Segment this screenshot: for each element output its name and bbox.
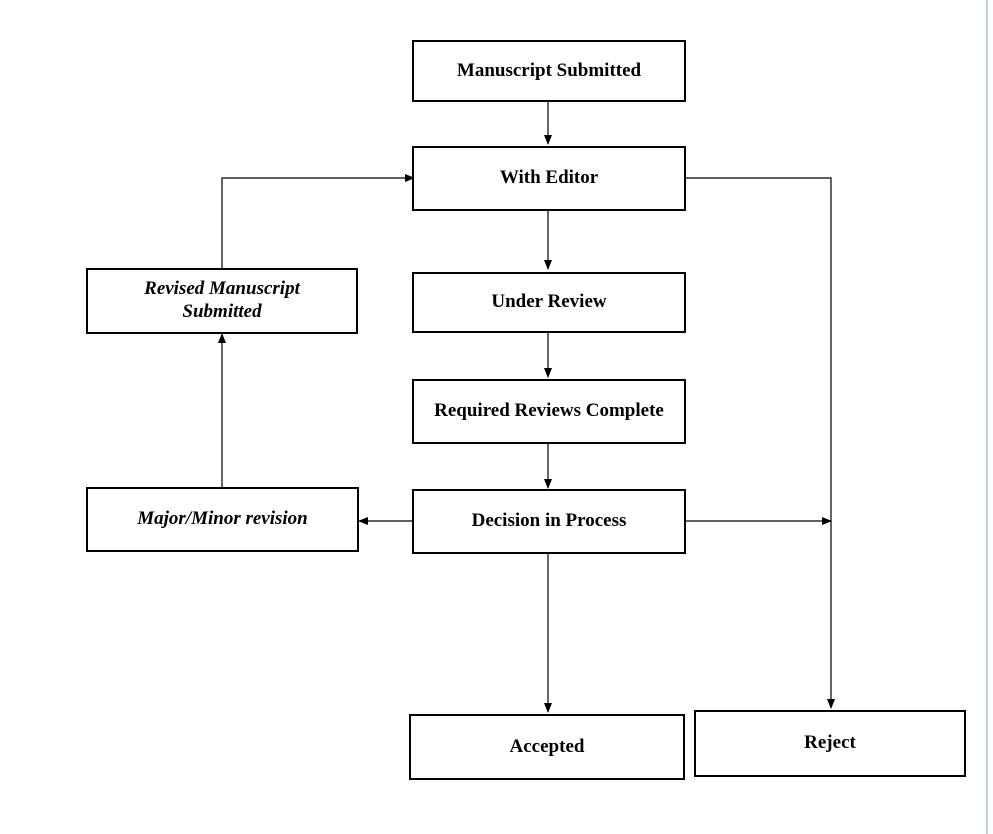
node-label: Revised Manuscript Submitted bbox=[144, 278, 300, 322]
arrow-revised-to-editor bbox=[221, 174, 415, 268]
node-label: Manuscript Submitted bbox=[456, 59, 642, 81]
node-revised-manuscript-submitted: Revised Manuscript Submitted bbox=[86, 268, 358, 334]
node-label: Under Review bbox=[491, 291, 607, 313]
node-label: Decision in Process bbox=[471, 510, 627, 532]
node-under-review: Under Review bbox=[412, 272, 686, 333]
node-decision-in-process: Decision in Process bbox=[412, 489, 686, 554]
node-manuscript-submitted: Manuscript Submitted bbox=[412, 40, 686, 102]
node-with-editor: With Editor bbox=[412, 146, 686, 211]
node-accepted: Accepted bbox=[409, 714, 685, 780]
node-label: Reject bbox=[804, 732, 856, 754]
node-major-minor-revision: Major/Minor revision bbox=[86, 487, 359, 552]
node-reject: Reject bbox=[694, 710, 966, 777]
node-label: Major/Minor revision bbox=[137, 508, 308, 530]
page-edge-divider bbox=[986, 0, 988, 834]
node-required-reviews-complete: Required Reviews Complete bbox=[412, 379, 686, 444]
node-label: Required Reviews Complete bbox=[434, 400, 664, 422]
node-label: Accepted bbox=[509, 735, 585, 757]
line-editor-to-reject bbox=[685, 177, 835, 709]
node-label: With Editor bbox=[499, 167, 599, 189]
